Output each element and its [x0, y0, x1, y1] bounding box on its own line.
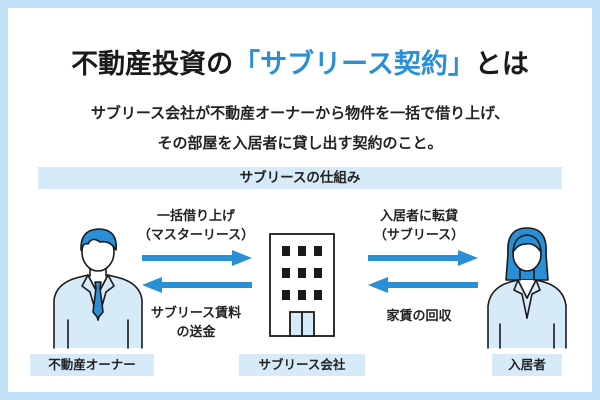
- arrow-left-icon-2: [368, 277, 478, 293]
- flow-label-sublease-rent-line2: の送金: [176, 325, 216, 340]
- page-title: 不動産投資の「サブリース契約」とは: [8, 42, 592, 81]
- description-line-1: サブリース会社が不動産オーナーから物件を一括で借り上げ、: [90, 104, 510, 122]
- diagram-header: サブリースの仕組み: [38, 167, 562, 189]
- title-prefix: 不動産投資の: [71, 49, 234, 80]
- company-label: サブリース会社: [239, 354, 365, 376]
- arrow-left-icon: [142, 277, 252, 293]
- owner-figure-icon: [53, 228, 143, 349]
- title-accent: 「サブリース契約」: [233, 49, 475, 80]
- flow-label-sublease-rent-line1: サブリース賃料: [150, 306, 242, 321]
- tenant-label: 入居者: [492, 354, 562, 376]
- description: サブリース会社が不動産オーナーから物件を一括で借り上げ、 その部屋を入居者に貸し…: [8, 98, 592, 158]
- apartment-building-icon: [269, 233, 335, 337]
- flow-label-rent-collection: 家賃の回収: [364, 307, 474, 326]
- owner-label: 不動産オーナー: [30, 354, 154, 376]
- arrow-right-icon-2: [368, 250, 478, 266]
- flow-label-sublease: 入居者に転貸 （サブリース）: [364, 207, 474, 245]
- title-suffix: とは: [474, 49, 529, 80]
- tenant-figure-icon: [487, 227, 567, 349]
- flow-label-sublease-rent: サブリース賃料 の送金: [136, 304, 256, 342]
- arrow-right-icon: [142, 250, 252, 266]
- flow-label-sublease-line2: （サブリース）: [373, 228, 465, 243]
- flow-label-master-lease-line2: （マスターリース）: [137, 228, 255, 243]
- flow-label-master-lease-line1: 一括借り上げ: [156, 209, 235, 224]
- description-line-2: その部屋を入居者に貸し出す契約のこと。: [157, 134, 443, 152]
- flow-label-rent-collection-line1: 家賃の回収: [386, 309, 452, 324]
- flow-label-sublease-line1: 入居者に転貸: [379, 209, 458, 224]
- flow-label-master-lease: 一括借り上げ （マスターリース）: [136, 207, 256, 245]
